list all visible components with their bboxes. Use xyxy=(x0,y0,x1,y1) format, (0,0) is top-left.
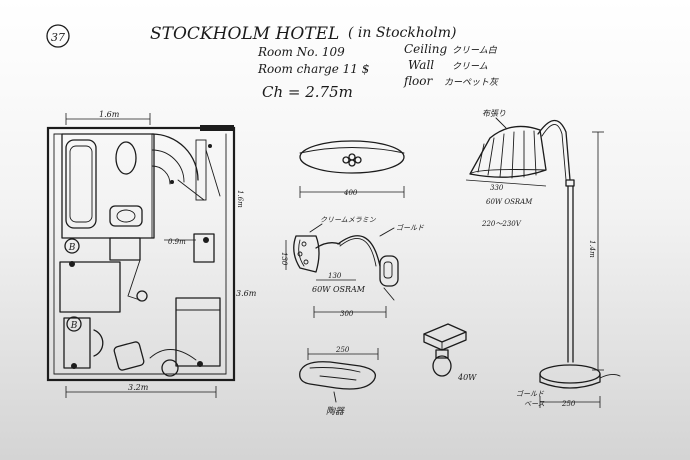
wall-lamp: クリームメラミン ゴールド 130 130 60W OSRAM 300 xyxy=(280,216,425,318)
washbasin xyxy=(109,205,143,227)
ashtray-label: 陶器 xyxy=(326,406,345,417)
floor-lamp-base xyxy=(539,364,601,384)
bathtub xyxy=(65,139,97,229)
plan-dim-right-lower: 3.6m xyxy=(236,289,257,298)
page-number-circle xyxy=(46,24,70,48)
wall-lamp-dim-total: 300 xyxy=(340,310,354,318)
floor-lamp-base-label: ゴールド xyxy=(516,390,545,398)
floor-lamp-arm xyxy=(537,119,571,181)
bed-2 xyxy=(175,297,221,367)
bracket-lamp-bulb-label: 40W xyxy=(457,373,477,382)
ashtray: 250 陶器 xyxy=(299,346,379,417)
side-table xyxy=(161,359,179,377)
wall-lamp-socket xyxy=(315,242,341,249)
closet xyxy=(195,139,207,201)
room-outline xyxy=(46,126,236,382)
bed-1 xyxy=(59,261,121,313)
floor-lamp-shade-dim-line xyxy=(465,179,547,187)
sheet-location: ( in Stockholm) xyxy=(348,25,457,41)
finish-ceiling-value: クリーム白 xyxy=(452,45,498,56)
floor-plan: 1.6m 0.9m 1.6m 3.6m xyxy=(46,110,257,398)
fixture-marker-b1-label: B xyxy=(68,243,76,253)
sheet-title: STOCKHOLM HOTEL xyxy=(150,24,339,44)
finish-wall-label: Wall xyxy=(408,58,434,72)
plan-dim-top: 1.6m xyxy=(99,110,120,119)
toilet xyxy=(115,141,137,175)
floor-lamp-bulb: 60W OSRAM xyxy=(486,198,533,206)
ashtray-dim: 250 xyxy=(335,346,350,354)
armchair xyxy=(113,341,145,371)
wall-pier xyxy=(200,125,234,131)
ceiling-light-disc xyxy=(299,140,405,174)
page-number: 37 xyxy=(51,31,65,44)
chair-1 xyxy=(93,329,104,357)
bracket-lamp-canopy xyxy=(423,323,467,343)
door-swing-arc xyxy=(151,133,199,181)
dresser xyxy=(63,317,91,369)
bracket-lamp-socket xyxy=(435,349,449,359)
fixture-marker-b1 xyxy=(64,238,80,254)
wall-lamp-arm xyxy=(337,235,381,267)
room-number: Room No. 109 xyxy=(257,45,345,59)
bracket-lamp-bulb xyxy=(432,355,452,377)
room-charge: Room charge 11 $ xyxy=(257,62,369,76)
fixture-marker-b2-label: B xyxy=(70,321,78,331)
floor-lamp-shade-label: 布張り xyxy=(482,109,506,118)
header: 37 STOCKHOLM HOTEL ( in Stockholm) Room … xyxy=(46,24,499,101)
wall-lamp-arm-label: ゴールド xyxy=(396,224,425,232)
floor-lamp-cord xyxy=(599,373,621,379)
floor-lamp-height-dim: 1.4m xyxy=(588,240,596,258)
fixture-marker-b2 xyxy=(66,316,82,332)
finish-floor-label: floor xyxy=(403,74,433,88)
bracket-lamp: 40W xyxy=(423,323,477,382)
door-dim: 0.9m xyxy=(168,238,186,246)
ashtray-body xyxy=(299,361,377,390)
floor-lamp-symbol xyxy=(136,290,148,302)
finish-ceiling-label: Ceiling xyxy=(404,42,448,56)
wall-lamp-bulb: 60W OSRAM xyxy=(312,285,366,294)
finish-floor-value: カーペット灰 xyxy=(444,77,499,88)
desk-unit xyxy=(193,233,215,263)
bathroom-outline xyxy=(61,133,155,239)
ceiling-height: Ch = 2.75m xyxy=(262,83,353,101)
floor-lamp: 布張り 330 60W OSRAM 220〜230V 1.4m ゴールド ベース… xyxy=(465,109,621,408)
floor-lamp-shade-dim: 330 xyxy=(490,184,504,192)
wall-lamp-plate xyxy=(379,255,399,287)
ceiling-light: 400 xyxy=(299,140,405,198)
floor-lamp-base-dim: 250 xyxy=(561,400,576,408)
lamp-cord xyxy=(127,259,141,301)
plan-dim-right-upper: 1.6m xyxy=(236,190,244,208)
wall-lamp-dim-depth: 130 xyxy=(328,272,342,280)
floor-lamp-base-sub: ベース xyxy=(524,400,545,408)
wall-lamp-dim-shade: 130 xyxy=(280,252,288,266)
luggage-rack xyxy=(109,237,141,261)
finish-wall-value: クリーム xyxy=(452,61,488,72)
ceiling-light-rosette xyxy=(342,153,362,167)
wall-lamp-shade-label: クリームメラミン xyxy=(320,216,377,224)
wall-lamp-shade xyxy=(293,235,320,273)
plan-dim-bottom: 3.2m xyxy=(128,383,149,392)
floor-lamp-spec: 220〜230V xyxy=(481,220,522,228)
ceiling-light-dim: 400 xyxy=(343,189,358,197)
